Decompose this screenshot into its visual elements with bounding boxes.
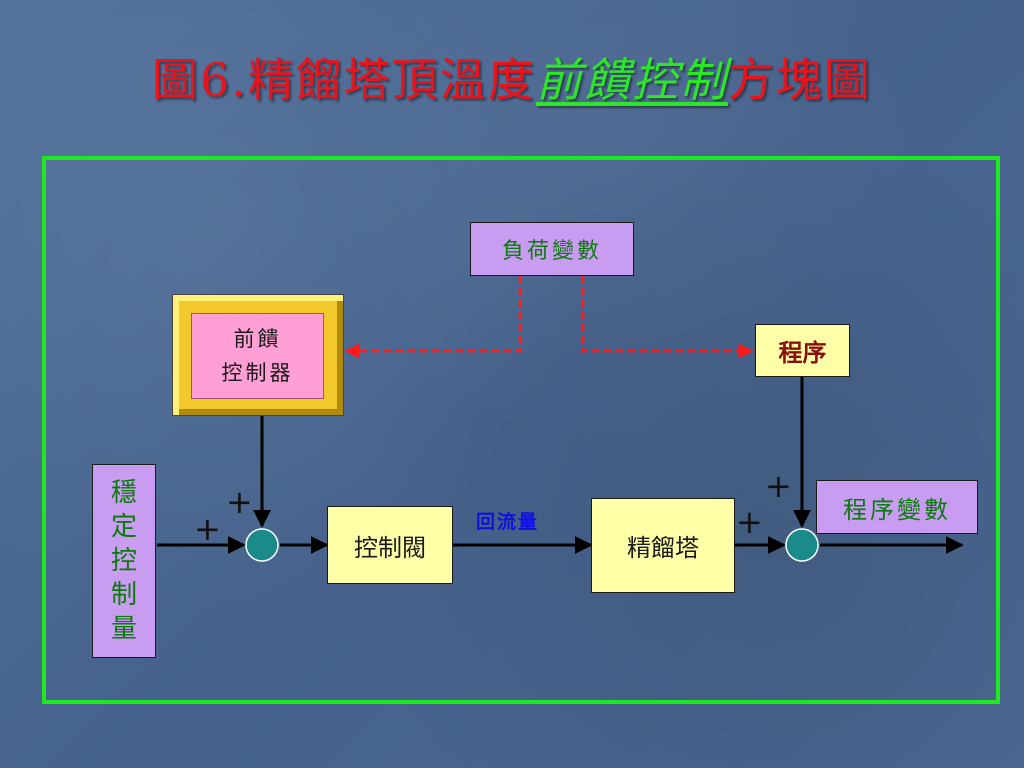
distillation-column-label: 精餾塔	[627, 534, 699, 562]
slide-title: 圖6.精餾塔頂溫度前饋控制方塊圖	[0, 44, 1024, 110]
process-box: 程序	[755, 324, 850, 377]
plus-sign-setpoint: +	[194, 510, 221, 548]
process-variable-label: 程序變數	[843, 495, 951, 524]
title-prefix: 圖6.精餾塔頂溫度	[152, 53, 536, 107]
process-label: 程序	[778, 338, 827, 367]
process-variable-box: 程序變數	[816, 480, 978, 534]
feedforward-controller-face: 前饋 控制器	[191, 313, 324, 399]
summing-junction-output	[785, 528, 819, 562]
title-suffix: 方塊圖	[727, 53, 872, 107]
feedforward-controller-block: 前饋 控制器	[172, 294, 344, 416]
distillation-column-box: 精餾塔	[591, 498, 735, 593]
setpoint-char: 控	[110, 546, 137, 576]
setpoint-char: 量	[110, 614, 137, 644]
diagram-frame	[42, 156, 1000, 704]
plus-sign-process: +	[765, 467, 792, 505]
title-highlight: 前饋控制	[535, 53, 728, 107]
summing-junction-controller	[245, 528, 279, 562]
load-variable-label: 負荷變數	[501, 239, 602, 264]
setpoint-char: 穩	[110, 478, 137, 508]
control-valve-box: 控制閥	[327, 506, 453, 584]
dashed-load-to-feedforward	[344, 276, 522, 359]
setpoint-box: 穩 定 控 制 量	[92, 464, 156, 658]
plus-sign-feedforward: +	[226, 483, 253, 521]
setpoint-char: 定	[110, 512, 137, 542]
reflux-flow-label: 回流量	[476, 511, 540, 533]
feedforward-controller-line2: 控制器	[221, 361, 294, 385]
control-valve-label: 控制閥	[354, 533, 426, 562]
load-variable-box: 負荷變數	[470, 222, 634, 276]
setpoint-char: 制	[110, 580, 137, 610]
feedforward-controller-line1: 前饋	[233, 327, 282, 351]
dashed-load-to-process	[581, 276, 754, 359]
plus-sign-column: +	[736, 503, 763, 541]
